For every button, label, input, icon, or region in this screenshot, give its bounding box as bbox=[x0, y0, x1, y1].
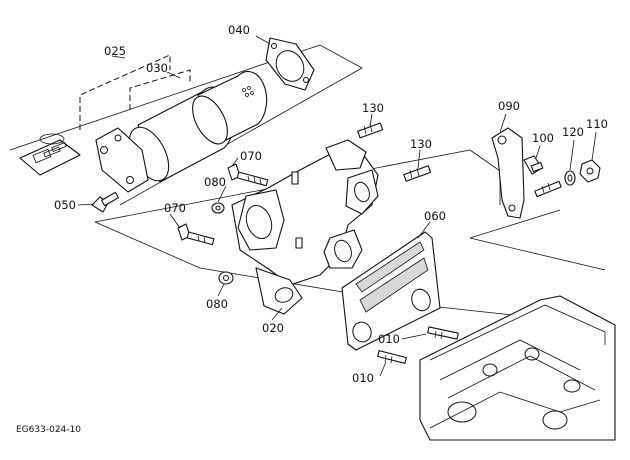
callout-010-lower: 010 bbox=[352, 371, 374, 385]
callout-080-upper: 080 bbox=[204, 175, 226, 189]
long-bolt-lower[interactable] bbox=[177, 223, 215, 246]
stud-010-lower[interactable] bbox=[377, 350, 407, 364]
bracket-stud bbox=[534, 180, 562, 198]
callout-130-upper: 130 bbox=[362, 101, 384, 115]
filter-kit-tag[interactable] bbox=[19, 133, 81, 176]
callout-070-upper: 070 bbox=[240, 149, 262, 163]
filter-kit-bracket bbox=[79, 54, 191, 130]
callout-090: 090 bbox=[498, 99, 520, 113]
nut-lower[interactable] bbox=[218, 271, 234, 285]
intake-manifold[interactable] bbox=[231, 139, 379, 315]
heat-shield-plate[interactable] bbox=[341, 231, 441, 351]
callout-130-lower: 130 bbox=[410, 137, 432, 151]
callout-040: 040 bbox=[228, 23, 250, 37]
callout-110: 110 bbox=[586, 117, 608, 131]
figure-code: EG633-024-10 bbox=[16, 425, 81, 435]
stud-lower[interactable] bbox=[403, 165, 432, 182]
callout-010-upper: 010 bbox=[378, 332, 400, 346]
filter-cover-flange[interactable] bbox=[95, 127, 149, 193]
callout-050: 050 bbox=[54, 198, 76, 212]
bracket[interactable] bbox=[491, 127, 525, 219]
long-bolt-upper[interactable] bbox=[227, 163, 269, 187]
callout-120: 120 bbox=[562, 125, 584, 139]
nut-upper[interactable] bbox=[211, 202, 225, 214]
callout-070-lower: 070 bbox=[164, 201, 186, 215]
callout-025: 025 bbox=[104, 44, 126, 58]
callout-060: 060 bbox=[424, 209, 446, 223]
callout-100: 100 bbox=[532, 131, 554, 145]
stud-010-upper[interactable] bbox=[427, 326, 459, 340]
breather-mesh bbox=[242, 86, 254, 97]
washer[interactable] bbox=[564, 170, 576, 186]
bracket-nut[interactable] bbox=[579, 159, 601, 183]
flange-bolt[interactable] bbox=[91, 191, 119, 213]
cylinder-head bbox=[419, 295, 616, 441]
breather-element[interactable] bbox=[121, 71, 268, 188]
gasket[interactable] bbox=[265, 37, 315, 91]
bracket-bolt[interactable] bbox=[523, 155, 544, 175]
leader-lines bbox=[77, 35, 597, 377]
callout-080-lower: 080 bbox=[206, 297, 228, 311]
callout-020: 020 bbox=[262, 321, 284, 335]
callout-labels: 040 025 030 050 070 080 070 080 020 130 … bbox=[16, 23, 608, 435]
callout-030: 030 bbox=[146, 61, 168, 75]
